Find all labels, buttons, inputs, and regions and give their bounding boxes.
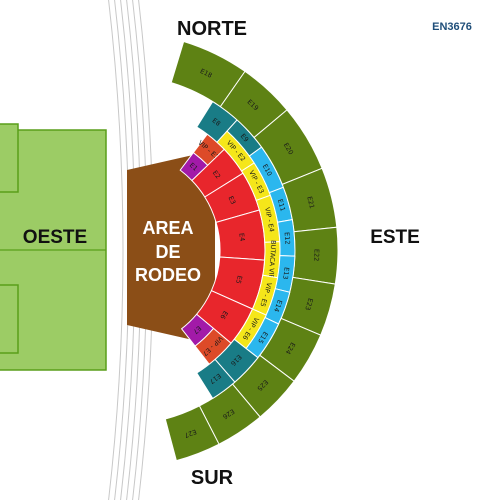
arena-label-line2: DE: [155, 242, 180, 262]
section-label-e7: E7: [191, 324, 202, 335]
east-label: ESTE: [370, 227, 420, 248]
section-label-butaca-vip: BUTACA VIP: [267, 240, 277, 279]
section-label-e9: E9: [239, 132, 250, 143]
section-e17[interactable]: E17: [196, 358, 236, 400]
section-label-e22: E22: [312, 249, 320, 262]
section-label-e27: E27: [183, 427, 197, 439]
section-label-e14: E14: [272, 299, 284, 313]
section-label-e12: E12: [283, 232, 292, 245]
section-label-e3: E3: [227, 195, 238, 206]
section-label-e11: E11: [276, 198, 287, 212]
section-label-e5: E5: [234, 275, 244, 285]
section-label-e23: E23: [303, 297, 314, 311]
section-e12[interactable]: E12: [277, 219, 296, 257]
section-label-e2: E2: [211, 169, 222, 180]
section-butaca-vip[interactable]: BUTACA VIP: [262, 240, 281, 279]
section-vip-e7[interactable]: VIP - E7: [194, 327, 232, 366]
rodeo-arena[interactable]: [127, 150, 215, 345]
arena-label-line1: AREA: [142, 218, 193, 238]
section-label-e1: E1: [188, 161, 199, 172]
section-shape-e17[interactable]: [196, 358, 236, 400]
west-field[interactable]: [0, 123, 107, 371]
section-e22[interactable]: E22: [292, 226, 339, 285]
section-e10[interactable]: E10: [248, 146, 285, 194]
section-label-e6: E6: [218, 309, 229, 320]
section-label-e21: E21: [305, 196, 316, 210]
map-code: EN3676: [432, 21, 472, 33]
north-label: NORTE: [177, 18, 247, 40]
arena-label-line3: RODEO: [135, 265, 201, 285]
section-e27[interactable]: E27: [164, 405, 220, 462]
section-e24[interactable]: E24: [259, 317, 322, 382]
section-label-e8: E8: [211, 117, 222, 128]
section-label-e13: E13: [281, 267, 291, 280]
section-shape-e27[interactable]: [164, 405, 220, 462]
section-label-e4: E4: [237, 233, 246, 242]
south-label: SUR: [191, 467, 234, 489]
west-label: OESTE: [23, 227, 87, 248]
